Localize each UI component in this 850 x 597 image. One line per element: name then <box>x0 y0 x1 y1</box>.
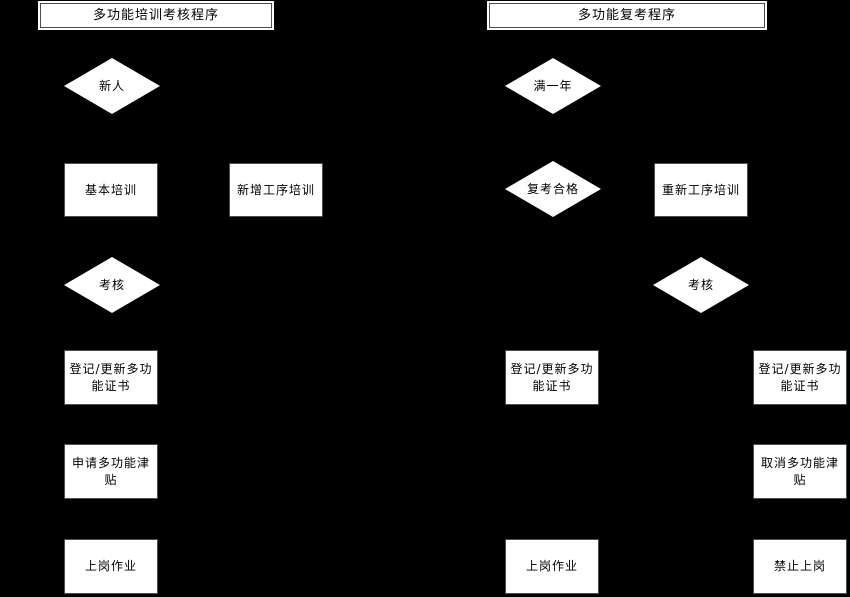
node-label: 满一年 <box>533 78 573 93</box>
node-one-year-diamond: 满一年 <box>505 58 601 114</box>
node-label: 登记/更新多功 能证书 <box>69 362 153 393</box>
node-forbid-work: 禁止上岗 <box>753 539 847 594</box>
node-label: 登记/更新多功 能证书 <box>510 362 594 393</box>
node-assessment-diamond-right: 考核 <box>653 257 749 313</box>
node-label: 禁止上岗 <box>773 559 826 574</box>
node-label: 申请多功能津 贴 <box>71 456 150 487</box>
title-label: 多功能培训考核程序 <box>92 7 219 23</box>
node-basic-training: 基本培训 <box>64 163 158 217</box>
node-label: 上岗作业 <box>84 559 137 574</box>
node-label: 登记/更新多功 能证书 <box>758 362 842 393</box>
node-cancel-allowance: 取消多功能津 贴 <box>753 444 847 499</box>
node-start-work-left: 上岗作业 <box>64 539 158 594</box>
title-label: 多功能复考程序 <box>577 7 676 23</box>
node-register-certificate-mid: 登记/更新多功 能证书 <box>505 350 599 405</box>
node-apply-allowance: 申请多功能津 贴 <box>64 444 158 499</box>
node-new-person-diamond: 新人 <box>64 58 160 114</box>
training-procedure-title: 多功能培训考核程序 <box>38 1 274 30</box>
node-label: 上岗作业 <box>525 559 578 574</box>
node-label: 考核 <box>98 277 125 292</box>
node-retraining: 重新工序培训 <box>654 163 748 217</box>
node-start-work-mid: 上岗作业 <box>505 539 599 594</box>
node-label: 考核 <box>687 277 714 292</box>
node-label: 新人 <box>98 78 125 93</box>
node-reexam-pass-diamond: 复考合格 <box>505 161 601 217</box>
node-register-certificate-left: 登记/更新多功 能证书 <box>64 350 158 405</box>
node-label: 重新工序培训 <box>661 182 740 197</box>
node-label: 新增工序培训 <box>236 182 315 197</box>
reexam-procedure-title: 多功能复考程序 <box>487 1 767 30</box>
node-new-process-training: 新增工序培训 <box>229 163 323 217</box>
node-label: 复考合格 <box>526 181 579 196</box>
node-assessment-diamond-left: 考核 <box>64 257 160 313</box>
node-label: 取消多功能津 贴 <box>760 456 839 487</box>
node-label: 基本培训 <box>84 182 137 197</box>
node-register-certificate-right: 登记/更新多功 能证书 <box>753 350 847 405</box>
